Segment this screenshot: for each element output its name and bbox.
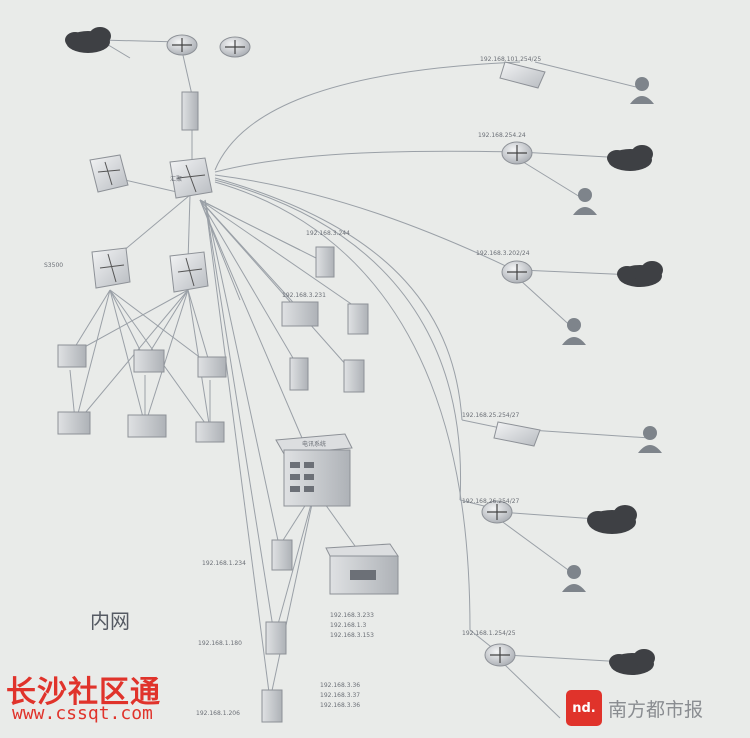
server-ip-label: 192.168.1.234 [202, 560, 246, 567]
switch-icon [169, 251, 209, 293]
watermark-url: www.cssqt.com [12, 703, 153, 724]
server-ip-label: 192.168.3.244 [306, 230, 350, 237]
switch-icon [89, 154, 129, 193]
router-icon [166, 34, 198, 56]
core-switch-icon [169, 157, 213, 199]
isp-ip-label: 192.168.3.202/24 [476, 250, 530, 257]
connection-lines [69, 39, 651, 719]
core-switch-label: 汇聚 [170, 176, 183, 183]
distribution-switch-label: S3500 [44, 262, 64, 269]
user-icon [562, 77, 662, 592]
access-switch-icon [57, 344, 227, 443]
storage-ip-label: 192.168.1.3 [330, 622, 367, 629]
isp-ip-label: 192.168.1.254/25 [462, 630, 516, 637]
storage-ip-label: 192.168.3.36 [320, 702, 361, 709]
server-ip-label: 192.168.1.206 [196, 710, 240, 717]
watermark-source: 南方都市报 [608, 698, 704, 721]
firewall-icon [181, 91, 199, 131]
router-icon [481, 141, 533, 667]
storage-ip-label: 192.168.3.153 [330, 632, 374, 639]
storage-ip-label: 192.168.3.37 [320, 692, 361, 699]
storage-ip-label: 192.168.3.36 [320, 682, 361, 689]
switch-icon [499, 61, 546, 89]
isp-ip-label: 192.168.254.24 [478, 132, 526, 139]
newspaper-logo-icon: nd. [566, 690, 602, 726]
disk-array-label: 电讯系统 [302, 441, 327, 448]
internal-network-label: 内网 [90, 609, 130, 633]
storage-ip-label: 192.168.3.233 [330, 612, 374, 619]
router-icon [219, 36, 251, 58]
server-ip-label: 192.168.3.231 [282, 292, 326, 299]
isp-ip-label: 192.168.25.254/27 [462, 412, 520, 419]
switch-icon [493, 421, 541, 447]
isp-ip-label: 192.168.101.254/25 [480, 56, 542, 63]
cloud-icon [65, 27, 111, 53]
server-icon [261, 539, 293, 723]
server-ip-label: 192.168.1.180 [198, 640, 242, 647]
server-icon [281, 246, 369, 393]
cloud-icon [587, 145, 663, 675]
nas-icon [325, 543, 399, 595]
watermark-logo: nd. 南方都市报 [566, 690, 703, 726]
watermark-title: 长沙社区通 [6, 675, 161, 710]
isp-ip-label: 192.168.26.254/27 [462, 498, 520, 505]
switch-icon [91, 247, 131, 289]
disk-array-icon [275, 433, 353, 507]
